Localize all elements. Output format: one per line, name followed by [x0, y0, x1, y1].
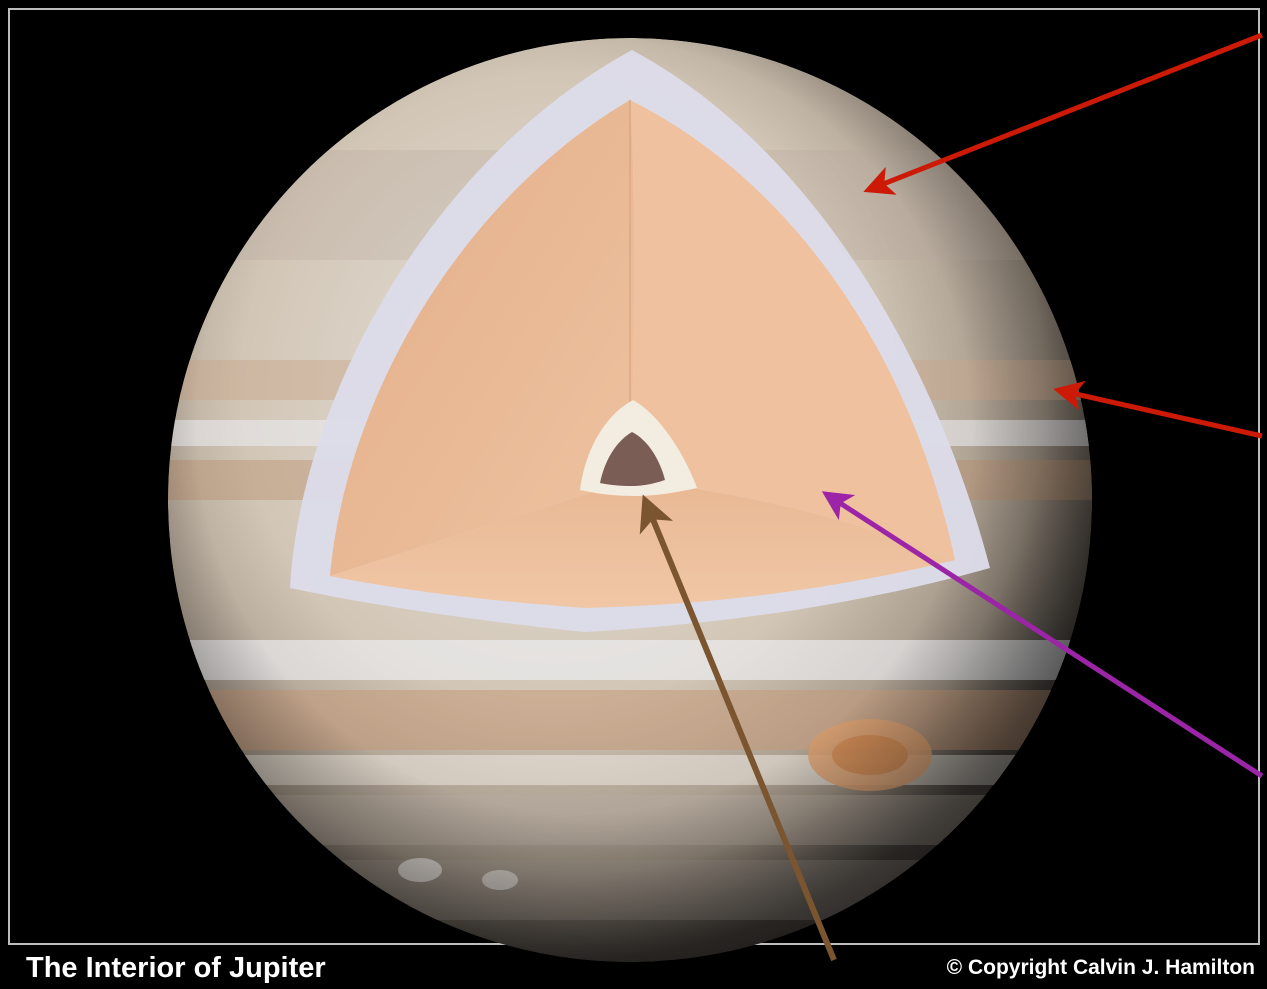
copyright-notice: © Copyright Calvin J. Hamilton [947, 956, 1255, 980]
figure-title: The Interior of Jupiter [26, 952, 326, 985]
red-arrow-outer-shell [868, 35, 1262, 190]
red-arrow-atmosphere [1058, 390, 1262, 436]
